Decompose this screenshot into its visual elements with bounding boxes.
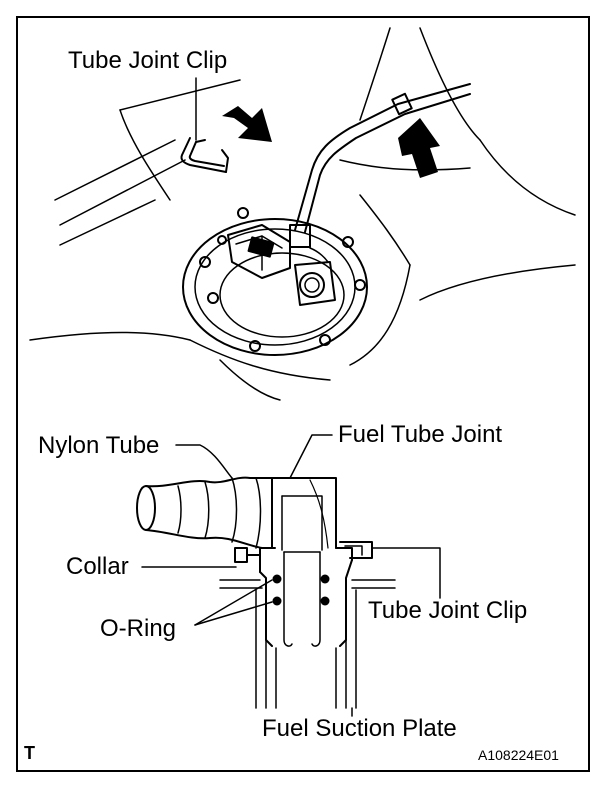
tube-joint-clip-top (180, 77, 229, 173)
label-collar: Collar (66, 553, 129, 580)
label-nylon-tube: Nylon Tube (38, 432, 160, 459)
fuel-tube-upper (289, 83, 471, 248)
corner-mark: T (24, 743, 35, 763)
label-fuel-tube-joint: Fuel Tube Joint (338, 421, 503, 448)
tube-joint-clip-bottom (339, 541, 441, 599)
label-leaders (175, 434, 333, 479)
figure-code: A108224E01 (478, 747, 559, 763)
o-ring-leaders (194, 579, 273, 626)
fuel-tank-illustration (29, 27, 576, 401)
collar-part (141, 547, 261, 568)
diagram-frame (16, 16, 590, 772)
label-o-ring: O-Ring (100, 615, 177, 642)
o-rings (272, 574, 330, 606)
push-arrow-up (398, 118, 440, 178)
fuel-suction-plate-section (219, 579, 396, 717)
fuel-pump-assembly (182, 207, 368, 356)
fuel-tube-joint-section (259, 477, 353, 647)
removal-arrow-right (222, 106, 272, 142)
nylon-tube-section (136, 476, 276, 549)
label-tube-joint-clip-top: Tube Joint Clip (68, 47, 228, 74)
label-fuel-suction-plate: Fuel Suction Plate (262, 715, 457, 742)
label-tube-joint-clip-bottom: Tube Joint Clip (368, 597, 528, 624)
